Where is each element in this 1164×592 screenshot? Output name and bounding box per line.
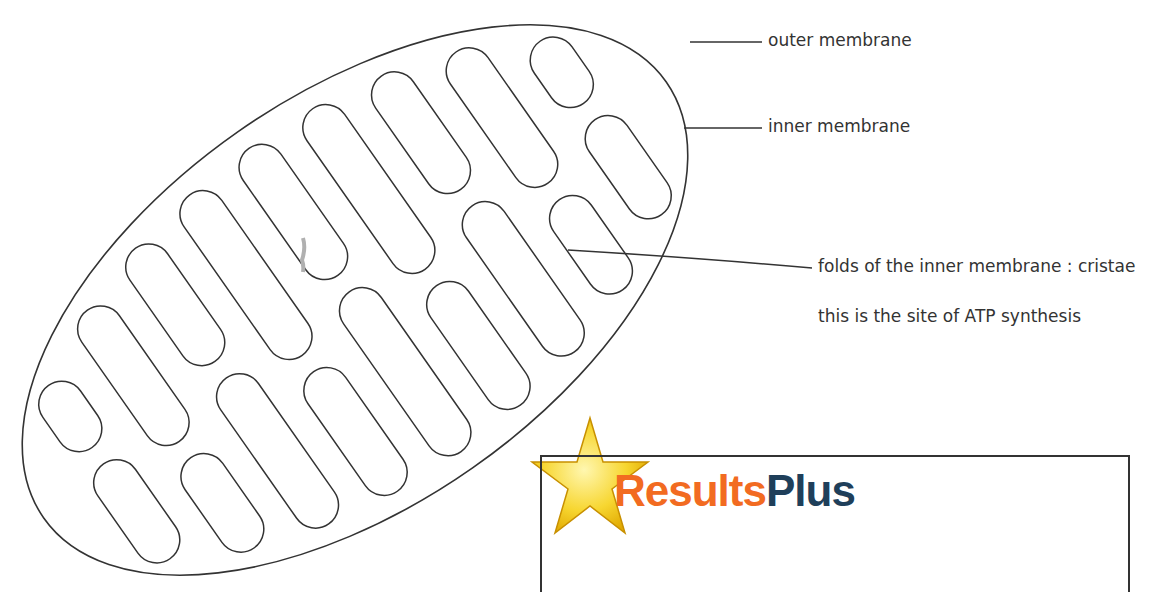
crista-fold [171, 182, 321, 369]
leader-line [690, 41, 762, 43]
outer-membrane-outline [0, 0, 784, 592]
crista-fold [295, 358, 416, 504]
crista-fold [576, 107, 680, 228]
leader-line [684, 127, 762, 129]
crista-fold [418, 272, 539, 418]
crista-fold [362, 63, 479, 203]
logo-box: ResultsPlus [540, 455, 1130, 592]
crista-fold [294, 96, 444, 283]
logo-text-row: ResultsPlus [542, 457, 1128, 513]
crista-fold [437, 39, 567, 197]
annotation-label: folds of the inner membrane : cristae [818, 256, 1135, 276]
annotation-label: this is the site of ATP synthesis [818, 306, 1081, 326]
crista-fold [30, 372, 111, 460]
leader-line [568, 250, 812, 268]
crista-fold [453, 193, 593, 365]
annotation-label: inner membrane [768, 116, 910, 136]
crista-fold [208, 365, 348, 537]
logo-word: Results [614, 469, 766, 513]
crista-fold [69, 297, 199, 455]
crista-fold [330, 279, 480, 465]
crista-fold [117, 235, 234, 375]
smudge [302, 238, 304, 272]
crista-fold [521, 28, 602, 116]
crista-fold [230, 135, 357, 288]
mitochondrion [0, 0, 784, 592]
logo-word: Plus [766, 469, 855, 513]
crista-fold [85, 451, 189, 572]
annotation-label: outer membrane [768, 30, 912, 50]
